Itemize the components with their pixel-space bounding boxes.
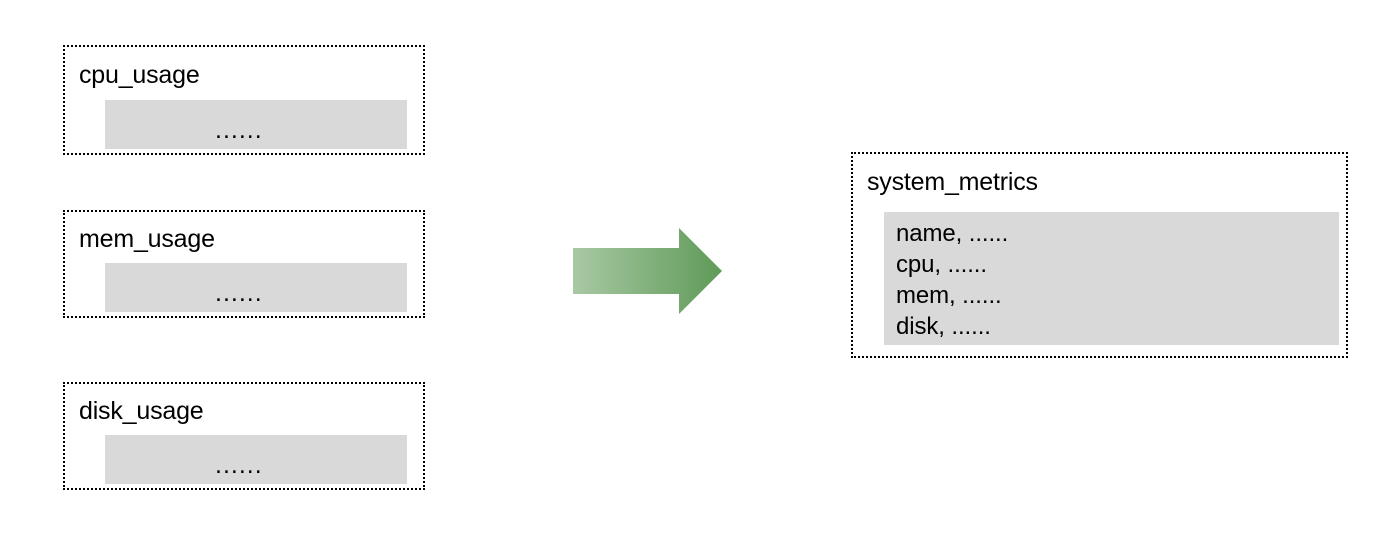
source-entity-title: disk_usage <box>79 397 204 425</box>
target-entity-title: system_metrics <box>867 168 1038 196</box>
field-row: mem, ...... <box>896 282 1002 309</box>
ellipsis-placeholder: ...... <box>215 279 263 307</box>
source-entity-mem-usage[interactable]: mem_usage ...... <box>63 210 425 318</box>
source-entity-body: ...... <box>105 100 407 149</box>
flow-arrow-icon <box>573 228 722 314</box>
source-entity-title: cpu_usage <box>79 61 200 89</box>
target-entity-system-metrics[interactable]: system_metrics name, ...... cpu, ...... … <box>851 152 1348 358</box>
target-entity-body: name, ...... cpu, ...... mem, ...... dis… <box>884 212 1339 345</box>
field-row: name, ...... <box>896 220 1009 247</box>
source-entity-body: ...... <box>105 435 407 484</box>
field-list: name, ...... cpu, ...... mem, ...... dis… <box>896 218 1008 342</box>
ellipsis-placeholder: ...... <box>215 451 263 479</box>
source-entity-cpu-usage[interactable]: cpu_usage ...... <box>63 45 425 155</box>
field-row: cpu, ...... <box>896 251 987 278</box>
source-entity-title: mem_usage <box>79 225 215 253</box>
field-row: disk, ...... <box>896 313 991 340</box>
source-entity-body: ...... <box>105 263 407 312</box>
source-entity-disk-usage[interactable]: disk_usage ...... <box>63 382 425 490</box>
ellipsis-placeholder: ...... <box>215 116 263 144</box>
